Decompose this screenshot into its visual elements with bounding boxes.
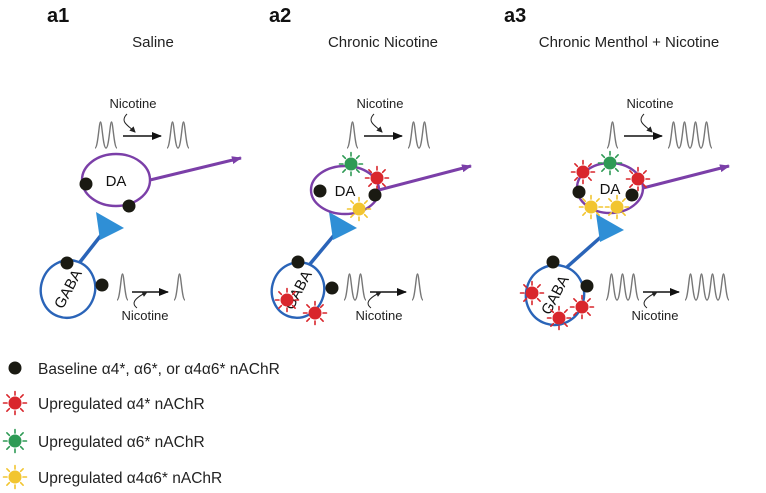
gaba-neuron xyxy=(39,259,97,319)
spike xyxy=(343,273,367,301)
gaba-nicotine-pointer xyxy=(643,291,658,309)
da-axon-arrow xyxy=(642,164,730,190)
spike xyxy=(606,121,619,149)
receptor-baseline-icon xyxy=(580,279,594,293)
gaba-nicotine-label: Nicotine xyxy=(122,308,169,323)
gaba-nicotine-label: Nicotine xyxy=(632,308,679,323)
receptor-alpha6-icon xyxy=(338,151,364,177)
receptor-alpha4-icon xyxy=(625,166,651,192)
synapse-terminal-icon xyxy=(96,212,124,240)
da-nicotine-pointer xyxy=(123,113,136,133)
panel-a3: a3 Chronic Menthol + Nicotine DAGABANico… xyxy=(504,5,730,331)
spike xyxy=(667,121,713,149)
synapse-terminal-icon xyxy=(596,214,624,242)
gaba-trace-after xyxy=(411,273,424,301)
receptor-alpha4-icon xyxy=(364,165,390,191)
panel-title: Chronic Nicotine xyxy=(328,34,438,51)
receptor-baseline-icon xyxy=(546,255,560,269)
gaba-trace-before xyxy=(343,273,367,301)
spike xyxy=(407,121,431,149)
da-trace-before xyxy=(94,121,118,149)
legend-item-alpha6: Upregulated α6* nAChR xyxy=(2,428,205,454)
gaba-nicotine-pointer xyxy=(367,291,382,309)
receptor-baseline-icon xyxy=(291,255,305,269)
gaba-trace-before xyxy=(605,273,640,301)
receptor-alpha4alpha6-icon xyxy=(346,196,372,222)
spike xyxy=(94,121,118,149)
spike xyxy=(173,273,186,301)
receptor-alpha4-icon xyxy=(302,300,328,326)
gaba-axon xyxy=(308,232,337,266)
da-trace-before xyxy=(606,121,619,149)
spike xyxy=(166,121,190,149)
synapse-terminal-icon xyxy=(329,212,357,240)
gaba-axon xyxy=(565,234,604,269)
receptor-alpha6-icon xyxy=(597,150,623,176)
da-trace-before xyxy=(346,121,359,149)
receptor-alpha4-icon xyxy=(519,280,545,306)
legend: Baseline α4*, α6*, or α4α6* nAChR Upregu… xyxy=(2,361,280,490)
gaba-nicotine-pointer xyxy=(133,291,148,309)
panel-label: a3 xyxy=(504,5,526,27)
spike xyxy=(605,273,640,301)
legend-item-baseline: Baseline α4*, α6*, or α4α6* nAChR xyxy=(8,361,280,378)
da-trace-after xyxy=(667,121,713,149)
da-nicotine-label: Nicotine xyxy=(627,96,674,111)
gaba-trace-before xyxy=(116,273,129,301)
da-neuron-label: DA xyxy=(335,183,356,200)
receptor-alpha4-icon xyxy=(570,159,596,185)
da-nicotine-pointer xyxy=(370,113,383,133)
receptor-baseline-icon xyxy=(79,177,93,191)
da-axon-arrow xyxy=(149,156,242,182)
receptor-baseline-icon xyxy=(313,184,327,198)
receptor-baseline-icon xyxy=(325,281,339,295)
receptor-alpha4-icon xyxy=(2,390,28,416)
receptor-alpha4alpha6-icon xyxy=(2,464,28,490)
receptor-alpha4-icon xyxy=(546,305,572,331)
receptor-alpha6-icon xyxy=(2,428,28,454)
legend-item-alpha4alpha6: Upregulated α4α6* nAChR xyxy=(2,464,222,490)
receptor-alpha4-icon xyxy=(274,287,300,313)
da-trace-after xyxy=(166,121,190,149)
legend-text: Baseline α4*, α6*, or α4α6* nAChR xyxy=(38,361,280,378)
da-neuron-label: DA xyxy=(600,181,621,198)
spike xyxy=(411,273,424,301)
spike xyxy=(116,273,129,301)
da-axon-arrow xyxy=(378,164,472,192)
receptor-baseline-icon xyxy=(572,185,586,199)
panel-a2: a2 Chronic Nicotine DAGABANicotineNicoti… xyxy=(269,5,472,326)
legend-text: Upregulated α4* nAChR xyxy=(38,396,205,413)
panel-title: Saline xyxy=(132,34,174,51)
panel-label: a1 xyxy=(47,5,69,27)
receptor-alpha4alpha6-icon xyxy=(578,194,604,220)
spike xyxy=(684,273,730,301)
receptor-baseline-icon xyxy=(8,361,22,375)
da-neuron-label: DA xyxy=(106,173,127,190)
da-nicotine-pointer xyxy=(640,113,653,133)
gaba-axon xyxy=(78,232,104,264)
receptor-alpha4alpha6-icon xyxy=(604,194,630,220)
receptor-baseline-icon xyxy=(95,278,109,292)
panel-title: Chronic Menthol + Nicotine xyxy=(539,34,720,51)
da-nicotine-label: Nicotine xyxy=(357,96,404,111)
receptor-baseline-icon xyxy=(625,188,639,202)
legend-text: Upregulated α6* nAChR xyxy=(38,434,205,451)
da-trace-after xyxy=(407,121,431,149)
da-nicotine-label: Nicotine xyxy=(110,96,157,111)
legend-item-alpha4: Upregulated α4* nAChR xyxy=(2,390,205,416)
legend-text: Upregulated α4α6* nAChR xyxy=(38,470,222,487)
panel-label: a2 xyxy=(269,5,291,27)
receptor-baseline-icon xyxy=(368,188,382,202)
receptor-alpha4-icon xyxy=(569,294,595,320)
receptor-baseline-icon xyxy=(60,256,74,270)
gaba-trace-after xyxy=(684,273,730,301)
spike xyxy=(346,121,359,149)
gaba-trace-after xyxy=(173,273,186,301)
receptor-baseline-icon xyxy=(122,199,136,213)
gaba-nicotine-label: Nicotine xyxy=(356,308,403,323)
